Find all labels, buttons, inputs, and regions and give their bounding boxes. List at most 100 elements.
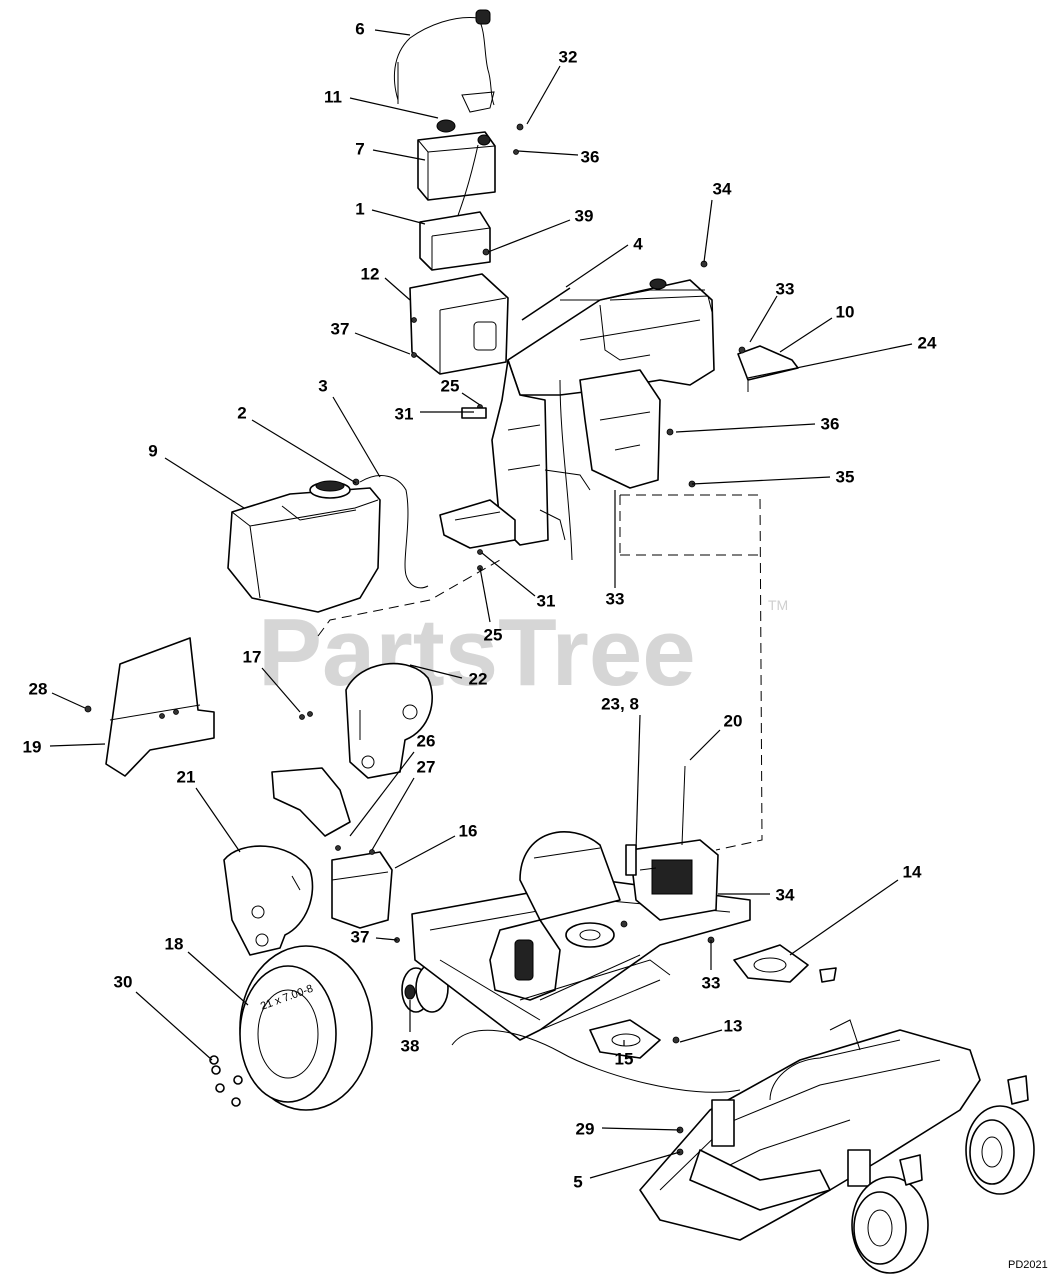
drive-belt <box>451 1029 741 1093</box>
leader-line-c23 <box>635 714 641 851</box>
callout-c5: 5 <box>573 1172 582 1191</box>
leader-line-c37b <box>375 937 398 941</box>
leader-line-c19 <box>49 743 106 747</box>
callout-c31a: 31 <box>395 404 414 423</box>
callout-c34a: 34 <box>713 179 732 198</box>
callout-c7: 7 <box>355 139 364 158</box>
callout-c22: 22 <box>469 669 488 688</box>
leader-line-c36a <box>517 150 579 156</box>
leader-line-c25a <box>461 392 481 406</box>
chassis-frame <box>411 765 751 1041</box>
leader-line-c18 <box>187 951 249 1006</box>
leader-line-c7 <box>372 149 426 161</box>
leader-line-c32 <box>526 65 561 125</box>
callout-c27: 27 <box>417 757 436 776</box>
leader-line-c34a <box>703 199 713 263</box>
callout-c33a: 33 <box>776 279 795 298</box>
callout-c3: 3 <box>318 376 327 395</box>
leader-line-c21 <box>195 787 241 853</box>
belt-guard-upper <box>345 662 433 779</box>
leader-line-c37a <box>354 332 411 355</box>
callout-c13: 13 <box>724 1016 743 1035</box>
leader-line-c22 <box>409 664 463 679</box>
control-lever <box>737 345 799 392</box>
caster-wheel-front <box>851 1154 929 1274</box>
callout-c10: 10 <box>836 302 855 321</box>
callout-c33b: 33 <box>606 589 625 608</box>
callout-c35: 35 <box>836 467 855 486</box>
leader-line-c27 <box>371 777 415 851</box>
belt-guard-lower <box>223 845 314 956</box>
callout-c39: 39 <box>575 206 594 225</box>
callout-c28: 28 <box>29 679 48 698</box>
callout-c15: 15 <box>615 1049 634 1068</box>
callout-c26: 26 <box>417 731 436 750</box>
watermark-text: PartsTree <box>258 599 696 706</box>
callout-c38: 38 <box>401 1036 420 1055</box>
callout-c21: 21 <box>177 767 196 786</box>
leader-line-c12 <box>384 277 411 301</box>
leader-line-c31b <box>481 552 536 597</box>
leader-line-c39 <box>487 219 571 253</box>
mower-deck <box>639 1019 981 1241</box>
leader-line-c24 <box>747 343 913 379</box>
battery-tray <box>409 273 509 375</box>
leader-line-c6 <box>374 29 411 36</box>
bracket-16 <box>331 845 400 943</box>
leader-line-c35 <box>691 476 831 485</box>
callout-c24: 24 <box>918 333 937 352</box>
battery-cable <box>393 9 495 113</box>
leader-line-c20 <box>689 729 721 761</box>
fuel-line-route <box>317 559 501 637</box>
leader-line-c25b <box>479 567 491 623</box>
callout-c12: 12 <box>361 264 380 283</box>
bolt-frame <box>620 920 628 928</box>
leader-line-c29 <box>601 1127 681 1131</box>
leader-line-c17 <box>261 667 301 713</box>
callout-c25a: 25 <box>441 376 460 395</box>
nut-36-top <box>513 149 519 155</box>
callout-c23: 23, 8 <box>601 694 639 713</box>
callout-c1: 1 <box>355 199 364 218</box>
callout-c37a: 37 <box>331 319 350 338</box>
leader-line-c1 <box>371 209 426 225</box>
callout-c32: 32 <box>559 47 578 66</box>
callout-c20: 20 <box>724 711 743 730</box>
battery-pad <box>419 211 491 271</box>
callout-c33c: 33 <box>702 973 721 992</box>
callout-c18: 18 <box>165 934 184 953</box>
callout-c36a: 36 <box>581 147 600 166</box>
callout-c16: 16 <box>459 821 478 840</box>
caster-wheel-rear <box>965 1075 1035 1195</box>
leader-line-c9 <box>164 457 245 509</box>
callout-c2: 2 <box>237 403 246 422</box>
leader-line-c26 <box>349 751 415 837</box>
callout-c14: 14 <box>903 862 922 881</box>
leader-line-c33a <box>749 295 778 343</box>
callout-c37b: 37 <box>351 927 370 946</box>
leader-line-c16 <box>394 835 456 869</box>
leader-line-c13 <box>679 1029 723 1043</box>
watermark-trademark: TM <box>768 597 788 613</box>
clip-31-bottom <box>477 549 483 555</box>
bracket-17 <box>271 711 351 837</box>
rear-wheel: 21 x 7.00-8 <box>239 945 373 1111</box>
cable-route-right <box>620 494 763 851</box>
callout-c31b: 31 <box>537 591 556 610</box>
bolt-13 <box>672 1036 680 1044</box>
rod-4 <box>521 287 571 321</box>
leader-line-c11 <box>349 97 439 119</box>
bolt-36-right <box>666 428 674 436</box>
side-shield <box>84 637 215 777</box>
callout-c4: 4 <box>633 234 643 253</box>
screw-28 <box>84 705 92 713</box>
leader-line-c36b <box>675 423 816 433</box>
leader-line-c4 <box>565 244 629 288</box>
callout-c19: 19 <box>23 737 42 756</box>
callout-c34b: 34 <box>776 885 795 904</box>
fuel-tank <box>227 475 429 613</box>
callout-c6: 6 <box>355 19 364 38</box>
lug-nuts <box>209 1055 243 1107</box>
